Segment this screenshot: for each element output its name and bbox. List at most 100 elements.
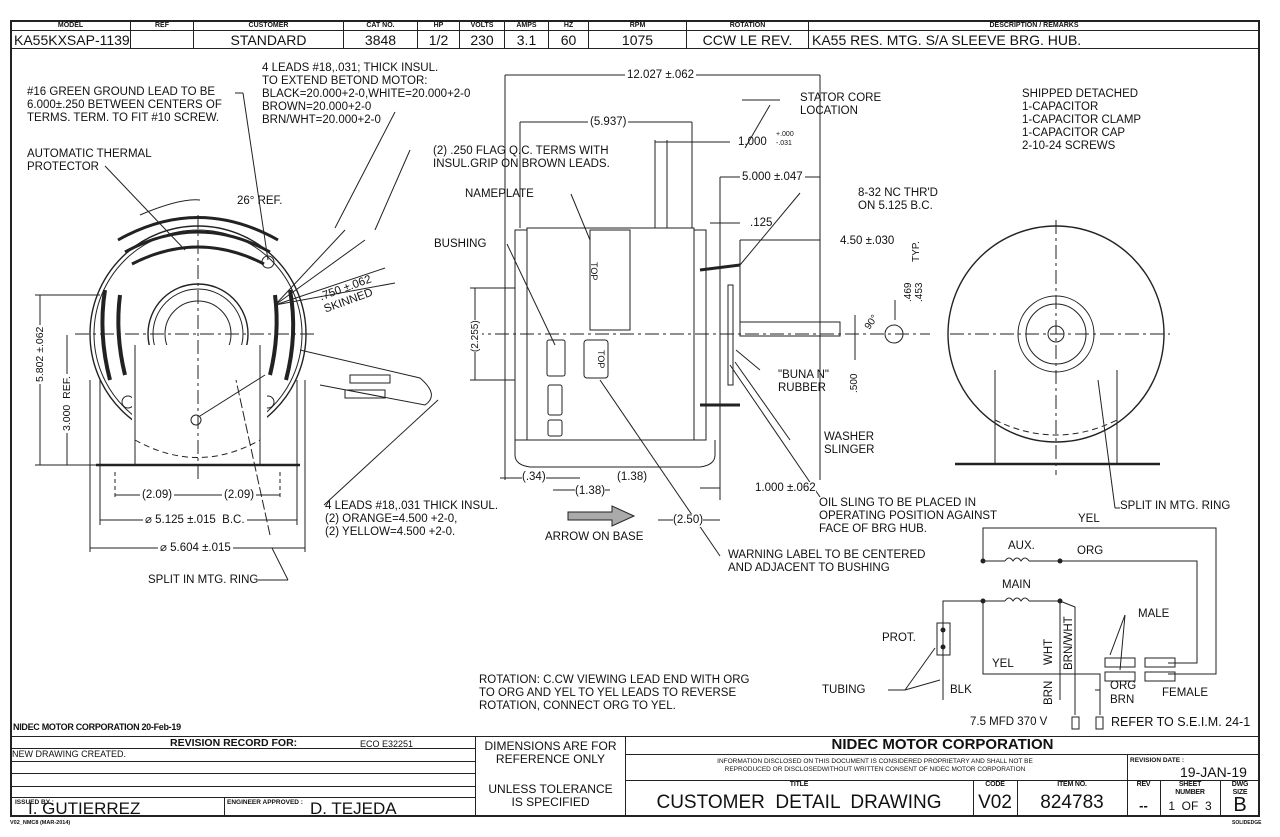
company-date-stamp: NIDEC MOTOR CORPORATION 20-Feb-19 bbox=[13, 722, 181, 732]
reference-only-note: DIMENSIONS ARE FOR REFERENCE ONLY bbox=[484, 739, 617, 766]
wire-yel-top: YEL bbox=[1078, 513, 1100, 525]
dim-125: .125 bbox=[750, 217, 773, 229]
dim-209-left: (2.09) bbox=[140, 489, 175, 502]
wire-org: ORG bbox=[1077, 545, 1104, 557]
title-block-top-rule bbox=[10, 736, 1260, 737]
label-top-label: TOP bbox=[596, 350, 606, 369]
revision-record-label: REVISION RECORD FOR: bbox=[170, 737, 298, 749]
header-model-value: KA55KXSAP-1139 bbox=[10, 30, 131, 49]
dwg-size: B bbox=[1233, 794, 1247, 816]
header-amps-value: 3.1 bbox=[504, 30, 549, 49]
title-label: TITLE bbox=[789, 781, 809, 788]
wire-org-cap: ORG bbox=[1110, 680, 1137, 692]
dim-5000: 5.000 ±.047 bbox=[740, 171, 805, 184]
protector-label: PROT. bbox=[882, 632, 916, 644]
rev-row-rule bbox=[10, 773, 475, 774]
header-hp-value: 1/2 bbox=[417, 30, 460, 49]
dim-1000-minus: -.031 bbox=[776, 140, 792, 147]
revision-date: 19-JAN-19 bbox=[1180, 764, 1247, 780]
revision-date-label: REVISION DATE : bbox=[1130, 757, 1185, 764]
title-divider bbox=[625, 736, 626, 817]
issued-by-label: ISSUED BY : bbox=[15, 799, 54, 806]
dim-5802: 5.802 ±.062 bbox=[34, 324, 47, 384]
dim-034: (.34) bbox=[522, 471, 546, 484]
left-end-view bbox=[35, 92, 439, 581]
refer-note: REFER TO S.E.I.M. 24-1 bbox=[1111, 715, 1251, 729]
dim-bolt-circle: ⌀ 5.125 ±.015 B.C. bbox=[143, 514, 247, 527]
dim-500: .500 bbox=[849, 373, 860, 393]
form-code: V02_NMC8 (MAR-2014) bbox=[10, 820, 71, 826]
item-number: 824783 bbox=[1040, 792, 1104, 813]
dim-138-lower: (1.38) bbox=[575, 485, 606, 498]
rotation-note: ROTATION: C.CW VIEWING LEAD END WITH ORG… bbox=[479, 674, 750, 712]
shipped-detached-note: SHIPPED DETACHED 1-CAPACITOR 1-CAPACITOR… bbox=[1022, 88, 1142, 152]
dim-1000-062: 1.000 ±.062 bbox=[755, 482, 816, 495]
code-value: V02 bbox=[978, 792, 1012, 813]
item-number-label: ITEM NO. bbox=[1057, 781, 1087, 788]
sheet-number-label: SHEET NUMBER bbox=[1175, 781, 1205, 796]
tolerance-note: UNLESS TOLERANCE IS SPECIFIED bbox=[488, 782, 613, 809]
motor-spec-table: MODEL REF CUSTOMER CAT NO. HP VOLTS AMPS… bbox=[10, 20, 1260, 49]
title-divider bbox=[1017, 780, 1018, 817]
nameplate-label: NAMEPLATE bbox=[465, 188, 534, 200]
buna-rubber-label: "BUNA N" RUBBER bbox=[778, 369, 829, 394]
title-rule bbox=[625, 754, 1260, 755]
code-label: CODE bbox=[985, 781, 1005, 788]
wire-brn-cap: BRN bbox=[1110, 694, 1135, 706]
bushing-label: BUSHING bbox=[434, 238, 487, 250]
title-divider bbox=[1127, 754, 1128, 817]
dim-1000-plus: +.000 bbox=[776, 131, 794, 138]
dim-469-453: .469 .453 bbox=[903, 282, 925, 302]
wire-yel: YEL bbox=[992, 658, 1014, 670]
wire-brn: BRN bbox=[1043, 680, 1055, 705]
proprietary-notice: INFORMATION DISCLOSED ON THIS DOCUMENT I… bbox=[717, 758, 1033, 773]
wire-brn-wht: BRN/WHT bbox=[1063, 616, 1075, 670]
title-divider bbox=[1160, 780, 1161, 817]
rev-row-rule bbox=[10, 786, 475, 787]
thermal-protector-note: AUTOMATIC THERMAL PROTECTOR bbox=[27, 148, 152, 173]
rev-label: REV bbox=[1136, 781, 1151, 788]
stator-core-note: STATOR CORE LOCATION bbox=[800, 92, 882, 117]
drawing-border bbox=[10, 20, 1260, 817]
header-catno-value: 3848 bbox=[343, 30, 418, 49]
oil-sling-note: OIL SLING TO BE PLACED IN OPERATING POSI… bbox=[819, 497, 998, 535]
split-ring-left-label: SPLIT IN MTG. RING bbox=[148, 574, 259, 586]
capacitor-rating: 7.5 MFD 370 V bbox=[970, 716, 1048, 728]
ground-lead-note: #16 GREEN GROUND LEAD TO BE 6.000±.250 B… bbox=[27, 86, 222, 124]
header-description-value: KA55 RES. MTG. S/A SLEEVE BRG. HUB. bbox=[808, 30, 1260, 49]
revision-row-1: NEW DRAWING CREATED. bbox=[12, 749, 126, 759]
dim-138-upper: (1.38) bbox=[617, 471, 648, 484]
header-rpm-value: 1075 bbox=[588, 30, 687, 49]
right-end-view bbox=[947, 220, 1170, 509]
male-terminal-label: MALE bbox=[1138, 608, 1170, 620]
wiring-diagram bbox=[888, 527, 1217, 730]
company-name: NIDEC MOTOR CORPORATION bbox=[831, 736, 1054, 753]
warning-label-note: WARNING LABEL TO BE CENTERED AND ADJACEN… bbox=[728, 549, 926, 574]
aux-winding-label: AUX. bbox=[1008, 540, 1035, 552]
dim-209-right: (2.09) bbox=[222, 489, 257, 502]
washer-slinger-label: WASHER SLINGER bbox=[824, 431, 875, 456]
sheet-number: 1 OF 3 bbox=[1168, 799, 1212, 813]
main-winding-label: MAIN bbox=[1002, 579, 1031, 591]
rev-row-rule bbox=[10, 797, 475, 798]
rev-row-rule bbox=[10, 761, 475, 762]
dim-1000-tol: 1.000 bbox=[738, 136, 767, 148]
eco-number: ECO E32251 bbox=[360, 739, 414, 749]
dim-3000-ref: 3.000 REF. bbox=[61, 374, 74, 433]
title-divider bbox=[1220, 780, 1221, 817]
leads-orange-yellow-note: 4 LEADS #18,.031 THICK INSUL. (2) ORANGE… bbox=[325, 500, 499, 538]
dim-typ: TYP. bbox=[911, 241, 922, 262]
angle-ref-label: 26° REF. bbox=[237, 195, 283, 207]
dim-ring-diameter: ⌀ 5.604 ±.015 bbox=[158, 542, 233, 555]
leads-length-note: 4 LEADS #18,.031; THICK INSUL. TO EXTEND… bbox=[262, 62, 471, 126]
rev-value: -- bbox=[1139, 798, 1148, 813]
thread-note: 8-32 NC THR'D ON 5.125 B.C. bbox=[858, 187, 938, 212]
overall-length-dim: 12.027 ±.062 bbox=[625, 69, 697, 82]
side-view bbox=[470, 74, 930, 557]
header-hz-value: 60 bbox=[548, 30, 589, 49]
rev-row-rule bbox=[10, 748, 475, 749]
dim-250: (2.50) bbox=[673, 514, 704, 527]
dwg-size-label: DWG SIZE bbox=[1231, 781, 1249, 796]
issued-by-name: I. GUTIERREZ bbox=[28, 799, 141, 818]
